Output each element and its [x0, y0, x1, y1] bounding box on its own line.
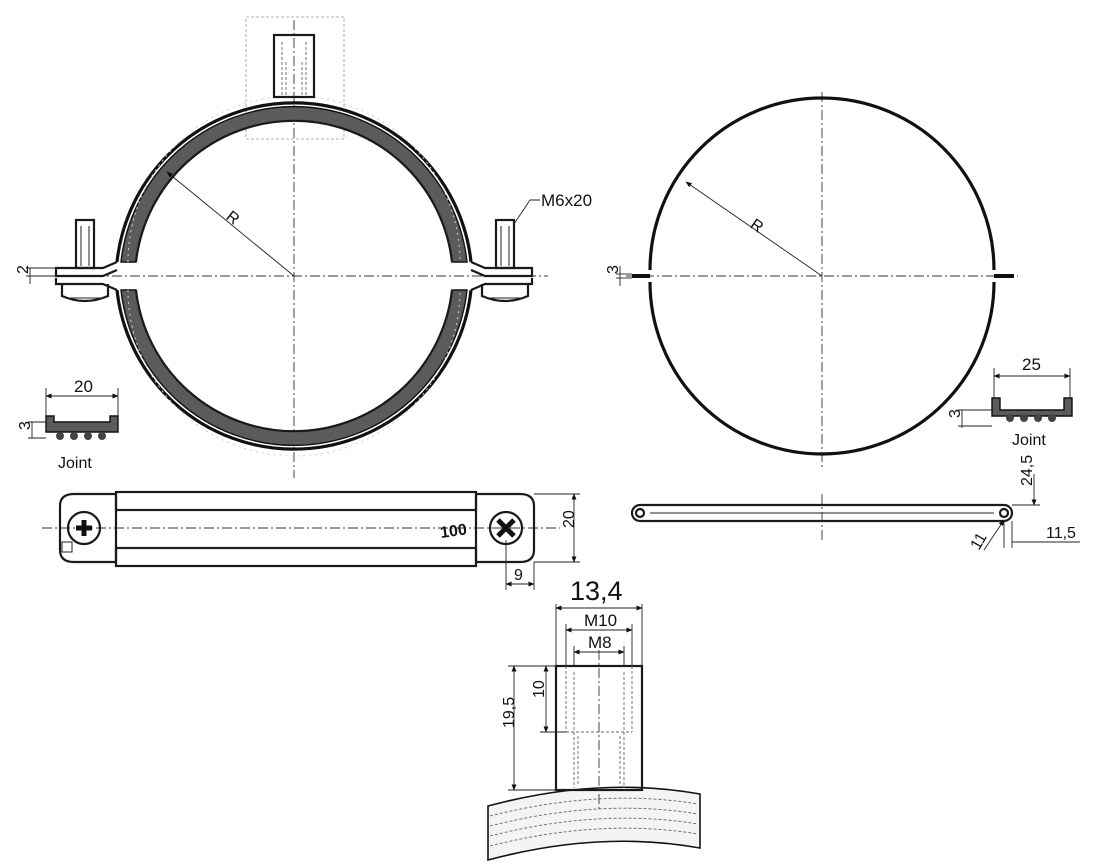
inner-band-lower: [134, 289, 454, 433]
joint-width-label-right: 25: [1022, 355, 1041, 374]
right-ear: [474, 492, 536, 564]
radius-label-right: R: [747, 216, 766, 237]
right-lug: [470, 218, 534, 303]
outer-dim-label: 13,4: [570, 576, 623, 606]
gap-label-right: 3: [605, 265, 622, 274]
plain-band-lower: [648, 281, 996, 456]
clamp-plain-front-view: R 3 25 3 Joint: [605, 92, 1073, 470]
screw-head-left: [66, 510, 102, 546]
outer-band-lower: [115, 289, 473, 451]
rubber-ticks-lower: [127, 289, 461, 457]
joint-caption-right: Joint: [1012, 432, 1046, 449]
plain-top-view: 24,5 11,5 11: [630, 455, 1080, 553]
joint-caption: Joint: [58, 455, 92, 472]
thread-inner-label: M8: [588, 633, 612, 652]
rubber-ticks-upper: [127, 95, 461, 263]
radius-label: R: [223, 208, 243, 229]
joint-detail-plain: 25 3 Joint: [947, 355, 1073, 449]
radius-leader: [166, 171, 295, 277]
dim-b-label: 11,5: [1046, 525, 1076, 542]
joint-detail-insert: 20 3 Joint: [17, 377, 119, 472]
joint-width-label: 20: [74, 377, 93, 396]
plain-band-strip: [630, 503, 1014, 523]
lug-dim-label: 9: [514, 567, 523, 584]
outer-band-upper: [115, 101, 473, 263]
screw-label: M6x20: [541, 191, 592, 210]
band-section: [487, 786, 701, 862]
size-marking: 100: [439, 521, 468, 542]
left-lug: [54, 218, 118, 303]
plain-band-upper: [648, 96, 996, 271]
top-nut: [272, 33, 316, 99]
thread-outer-label: M10: [584, 611, 617, 630]
thread-depth-label: 10: [531, 680, 548, 698]
band-lower-strip: [114, 546, 478, 568]
hole-left: [634, 507, 646, 519]
joint-height-label-right: 3: [947, 409, 964, 418]
clamp-with-insert-front-view: R M6x20 2 20 3 Joint: [15, 16, 592, 478]
gap-label: 2: [15, 265, 32, 274]
width-dim-label: 20: [561, 510, 578, 528]
joint-height-label: 3: [17, 421, 34, 430]
total-height-label: 19,5: [501, 697, 518, 728]
inner-band-upper: [134, 119, 454, 263]
band-upper-strip: [114, 490, 478, 512]
dim-c-label: 11: [968, 530, 991, 553]
dim-a-label: 24,5: [1019, 455, 1036, 486]
insert-top-view: 100 20 9: [42, 490, 580, 590]
radius-leader-right: [685, 181, 823, 277]
screw-leader: [513, 199, 540, 225]
hole-right: [998, 507, 1010, 519]
nut-detail: 13,4 M10 M8 19,5 10: [487, 576, 701, 862]
